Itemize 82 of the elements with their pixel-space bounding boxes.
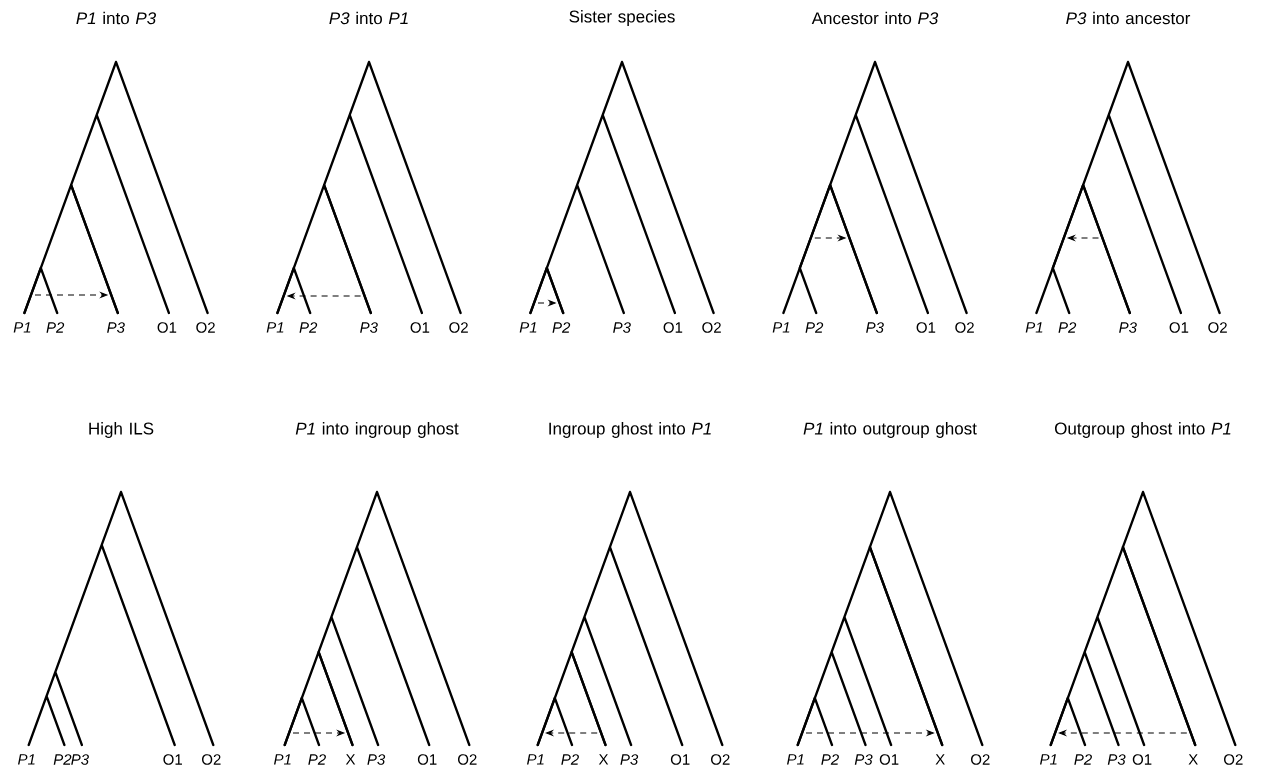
- panel-title: P1 into ingroup ghost: [295, 422, 459, 438]
- tree-branch: [317, 650, 354, 747]
- tip-label: P2: [805, 322, 824, 333]
- tip-label: O2: [458, 754, 477, 765]
- tree-branch: [798, 183, 832, 270]
- tip-label: X: [935, 754, 945, 765]
- panel-title: P3 into P1: [329, 11, 408, 25]
- tip-label: P3: [1107, 754, 1126, 765]
- tip-label: P3: [367, 754, 386, 765]
- tip-label: O2: [1208, 322, 1227, 333]
- tip-label: P3: [854, 754, 873, 765]
- tree-branch: [283, 696, 303, 747]
- tip-label: P3: [620, 754, 639, 765]
- panel-title: Ingroup ghost into P1: [549, 422, 711, 438]
- panel-title: P1 into P3: [76, 11, 156, 25]
- tip-label: P3: [360, 322, 378, 333]
- tip-label: P3: [107, 322, 125, 333]
- tip-label: X: [1188, 754, 1198, 765]
- tip-label: O2: [702, 322, 721, 333]
- tip-label: X: [345, 754, 356, 765]
- tip-label: O2: [196, 322, 215, 333]
- tip-label: O2: [971, 754, 990, 765]
- tip-label: P1: [266, 322, 284, 333]
- tree-branch: [529, 266, 548, 315]
- tip-label: P3: [866, 322, 884, 333]
- tree-branch: [545, 266, 565, 315]
- tip-label: P3: [71, 754, 89, 765]
- tip-label: O2: [449, 322, 468, 333]
- tip-label: P2: [46, 322, 65, 333]
- tip-label: O2: [711, 754, 730, 765]
- tip-label: O1: [1132, 754, 1152, 765]
- tip-label: O1: [670, 754, 690, 765]
- tree-branch: [570, 650, 607, 747]
- tip-label: P1: [1025, 322, 1043, 333]
- tree-branch: [536, 696, 556, 747]
- tree-branch: [23, 266, 42, 315]
- panel-title: High ILS: [89, 422, 154, 438]
- panel-title: P1 into outgroup ghost: [803, 422, 977, 438]
- tip-label: O1: [410, 322, 430, 333]
- tree-branch: [868, 545, 944, 747]
- panel-title: Outgroup ghost into P1: [1055, 422, 1231, 438]
- tree-branch: [1049, 696, 1069, 747]
- tree-branch: [1081, 183, 1131, 315]
- tree-branch: [828, 183, 878, 315]
- tip-label: P2: [1074, 754, 1092, 765]
- tip-label: O1: [417, 754, 437, 765]
- tree-branch: [322, 183, 372, 315]
- tip-label: X: [598, 754, 609, 765]
- tree-branch: [1121, 545, 1197, 747]
- tip-label: P2: [1058, 322, 1077, 333]
- tip-label: P2: [308, 754, 326, 765]
- tip-label: P2: [561, 754, 579, 765]
- tip-label: P2: [821, 754, 839, 765]
- tip-label: O1: [163, 754, 182, 765]
- panel-title: Ancestor into P3: [811, 11, 939, 25]
- tip-label: P1: [519, 322, 537, 333]
- tip-label: O2: [1224, 754, 1243, 765]
- tree-branch: [1051, 183, 1085, 270]
- tip-label: P1: [18, 754, 35, 765]
- tip-label: P1: [527, 754, 544, 765]
- tip-label: O1: [1169, 322, 1189, 333]
- tip-label: P1: [274, 754, 291, 765]
- tip-label: P1: [13, 322, 31, 333]
- tip-label: P1: [772, 322, 790, 333]
- tip-label: P3: [613, 322, 631, 333]
- tree-branch: [276, 266, 295, 315]
- tip-label: P2: [299, 322, 318, 333]
- tip-label: P2: [552, 322, 571, 333]
- panel-title: Sister species: [569, 10, 675, 26]
- tree-branch: [796, 696, 816, 747]
- panel-title: P3 into ancestor: [1066, 11, 1191, 25]
- tip-label: P3: [1119, 322, 1137, 333]
- tip-label: P2: [53, 754, 72, 765]
- tip-label: O2: [202, 754, 221, 765]
- tip-label: O2: [955, 322, 974, 333]
- tip-label: P1: [1040, 754, 1057, 765]
- tip-label: O1: [916, 322, 936, 333]
- tip-label: O1: [663, 322, 683, 333]
- tip-label: O1: [157, 322, 177, 333]
- tip-label: P1: [787, 754, 804, 765]
- tip-label: O1: [879, 754, 899, 765]
- tree-branch: [69, 183, 119, 315]
